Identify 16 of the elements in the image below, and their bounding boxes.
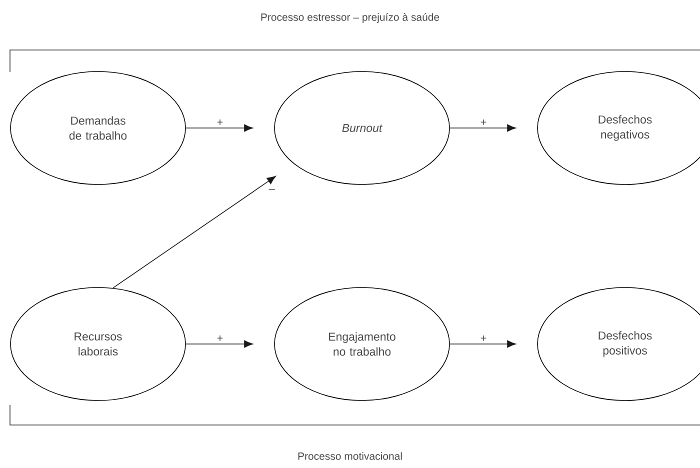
process-label: Processo estressor – prejuízo à saúde (261, 13, 440, 23)
edge-label: + (217, 335, 223, 341)
arrow (112, 176, 276, 288)
edge-label: + (217, 119, 223, 125)
process-label: Processo motivacional (298, 452, 402, 460)
arrow (186, 340, 253, 348)
ellipse-node: Burnout (274, 71, 450, 185)
ellipse-node: Engajamento no trabalho (274, 287, 450, 401)
edge-label: – (268, 189, 275, 190)
ellipse-node: Demandas de trabalho (10, 71, 186, 185)
ellipse-node: Recursos laborais (10, 287, 186, 401)
arrow (186, 124, 253, 132)
arrow (450, 340, 516, 348)
arrow (450, 124, 516, 132)
edge-label: + (480, 335, 486, 341)
edge-label: + (480, 119, 486, 125)
